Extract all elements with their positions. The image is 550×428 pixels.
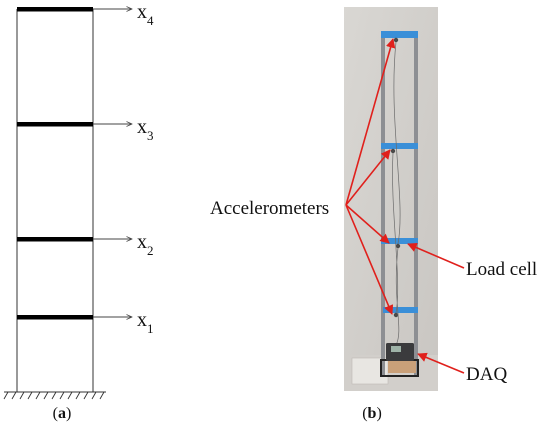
accelerometer-sensor-3 [390,148,396,154]
label-x1: x1 [137,309,154,336]
accelerometers-label: Accelerometers [210,198,329,219]
label-x2: x2 [137,231,154,258]
daq-stand [388,361,416,373]
sensor-wires [392,41,401,346]
panel-a-schematic: x4 x3 x2 x1 [3,1,154,422]
frame-column-left [381,33,385,375]
accelerometer-sensor-1 [393,312,399,318]
accelerometer-sensor-2 [395,243,401,249]
label-x4: x4 [137,1,154,28]
photo-floor-4 [381,31,418,38]
panel-b-photo: Accelerometers Load cell DAQ (b) [210,7,537,422]
floor-3 [17,122,93,127]
daq-screen [391,346,401,352]
photo-floor-1 [383,307,418,313]
ground-support [3,391,106,400]
daq-arrow [417,352,465,374]
caption-a: (a) [53,405,72,422]
load-cell-arrow [407,242,465,269]
floor-2 [17,237,93,242]
floor-4 [17,7,93,12]
caption-b: (b) [362,405,382,422]
accelerometer-sensor-4 [393,37,399,43]
accelerometer-arrows [345,38,396,315]
load-cell-label: Load cell [466,259,537,280]
daq-label: DAQ [466,364,507,385]
label-x3: x3 [137,116,154,143]
floor-1 [17,315,93,320]
photo-floor-2 [381,238,418,244]
photo-background [344,7,438,391]
photo-floor-3 [381,143,418,149]
frame-column-right [414,33,418,375]
